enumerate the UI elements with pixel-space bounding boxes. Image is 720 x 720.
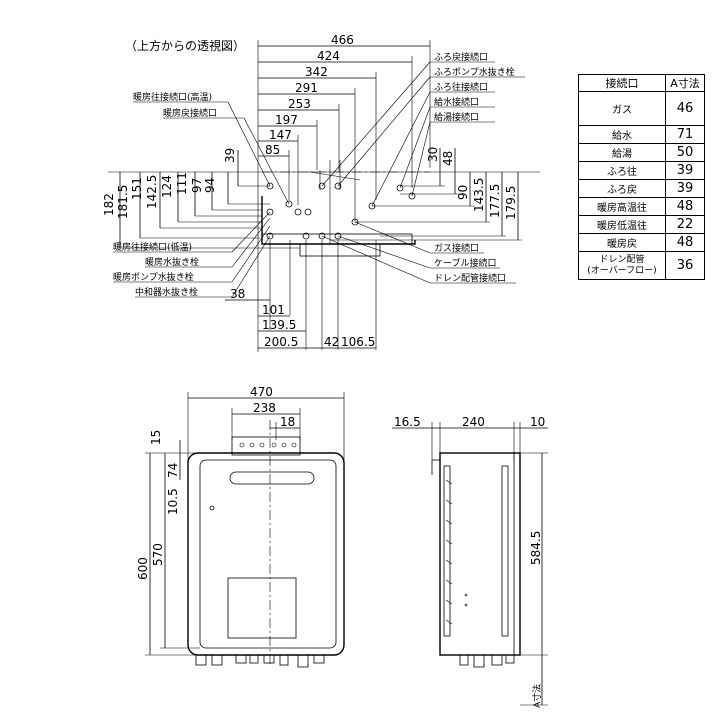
table-row: 給水 71	[578, 125, 705, 144]
table-cell-value: 39	[665, 179, 705, 198]
table-row: 暖房高温往 48	[578, 197, 705, 216]
top-left-labels: 暖房往接続口(高温) 暖房戻接続口 暖房往接続口(低温) 暖房水抜き栓 暖房ポン…	[113, 91, 290, 298]
dim-253: 253	[288, 97, 311, 111]
dim-30: 30	[426, 147, 440, 162]
label-heating-high-supply: 暖房往接続口(高温)	[133, 91, 212, 103]
table-cell-value: 36	[665, 251, 705, 280]
dim-424: 424	[317, 49, 340, 63]
dim-291: 291	[295, 81, 318, 95]
table-header-a-dimension: A寸法	[665, 74, 705, 92]
label-heating-pump-drain-plug: 暖房ポンプ水抜き栓	[113, 271, 194, 283]
top-width-dimensions: 466 424 342 291 253 197 147 85	[257, 33, 431, 352]
front-dim-10-5: 10.5	[166, 488, 180, 515]
table-header-row: 接続口 A寸法	[578, 74, 705, 92]
dim-101: 101	[262, 303, 285, 317]
dim-94: 94	[203, 178, 217, 193]
table-cell-value: 48	[665, 233, 705, 252]
top-view: （上方からの透視図） 466 424 342 291 253 197	[102, 33, 540, 352]
dim-111: 111	[175, 172, 189, 195]
dim-38: 38	[230, 287, 245, 301]
front-dim-18: 18	[280, 415, 295, 429]
table-cell-value: 71	[665, 125, 705, 144]
dim-48-right: 48	[441, 151, 455, 166]
dim-106-5: 106.5	[341, 335, 375, 349]
table-cell-name: 給水	[578, 125, 666, 144]
dim-181-5: 181.5	[116, 185, 130, 219]
table-cell-name: ふろ往	[578, 161, 666, 180]
label-heating-drain-plug: 暖房水抜き栓	[145, 256, 199, 268]
side-view: 16.5 240 10 584.5 A寸法	[392, 415, 548, 708]
label-water-inlet: 給水接続口	[434, 96, 479, 108]
dim-466: 466	[331, 33, 354, 47]
table-row: ガス 46	[578, 91, 705, 126]
front-dim-74: 74	[166, 463, 180, 478]
dim-85: 85	[265, 143, 280, 157]
label-bath-return: ふろ戻接続口	[434, 51, 488, 63]
dim-90: 90	[456, 185, 470, 200]
front-dim-470: 470	[250, 385, 273, 399]
table-cell-value: 50	[665, 143, 705, 162]
table-row: ふろ戻 39	[578, 179, 705, 198]
table-cell-name: 暖房高温往	[578, 197, 666, 216]
table-cell-value: 46	[665, 91, 705, 126]
connection-dimension-table: 接続口 A寸法 ガス 46 給水 71 給湯 50 ふろ往 39 ふろ戻 39 …	[578, 74, 705, 280]
front-dim-238: 238	[253, 401, 276, 415]
label-heating-return: 暖房戻接続口	[163, 107, 217, 119]
dim-124: 124	[160, 175, 174, 198]
side-a-dimension-label: A寸法	[531, 684, 543, 708]
table-cell-name: 給湯	[578, 143, 666, 162]
dim-143-5: 143.5	[472, 178, 486, 212]
label-neutralizer-drain-plug: 中和器水抜き栓	[135, 286, 198, 298]
dim-182: 182	[102, 193, 116, 216]
table-cell-name: 暖房戻	[578, 233, 666, 252]
table-row: ドレン配管 (オーバーフロー) 36	[578, 251, 705, 280]
table-cell-value: 22	[665, 215, 705, 234]
top-view-ports	[266, 182, 416, 240]
table-cell-name: ふろ戻	[578, 179, 666, 198]
side-dim-240: 240	[462, 415, 485, 429]
dim-151: 151	[130, 177, 144, 200]
label-gas-inlet: ガス接続口	[434, 242, 479, 254]
front-dim-570: 570	[151, 543, 165, 566]
side-dim-16-5: 16.5	[394, 415, 421, 429]
table-cell-name: 暖房低温往	[578, 215, 666, 234]
table-header-connection: 接続口	[578, 74, 666, 92]
label-hot-water-outlet: 給湯接続口	[434, 111, 479, 123]
front-view: 470 238 18 15 10.5 74 570 600	[136, 385, 345, 668]
table-row: 給湯 50	[578, 143, 705, 162]
top-bottom-dimensions: 38 101 139.5 200.5 42 106.5	[225, 240, 377, 350]
label-cable-inlet: ケーブル接続口	[434, 257, 496, 269]
dim-42: 42	[324, 335, 339, 349]
table-row: 暖房戻 48	[578, 233, 705, 252]
dim-179-5: 179.5	[504, 186, 518, 220]
dim-142-5: 142.5	[145, 175, 159, 209]
side-dim-584-5: 584.5	[529, 531, 543, 565]
dim-147: 147	[269, 128, 292, 142]
dim-200-5: 200.5	[264, 335, 298, 349]
top-right-labels: ふろ戻接続口 ふろポンプ水抜き栓 ふろ往接続口 給水接続口 給湯接続口 ガス接続…	[321, 51, 525, 284]
dim-177-5: 177.5	[488, 184, 502, 218]
label-heating-low-supply: 暖房往接続口(低温)	[113, 241, 192, 253]
top-view-caption: （上方からの透視図）	[125, 38, 245, 53]
dim-342: 342	[305, 65, 328, 79]
table-row: 暖房低温往 22	[578, 215, 705, 234]
label-drain-pipe: ドレン配管接続口	[434, 272, 506, 284]
front-dim-600: 600	[136, 557, 150, 580]
side-dim-10: 10	[530, 415, 545, 429]
front-dim-15: 15	[149, 430, 163, 445]
top-right-vertical-dimensions: 30 48 90 143.5 177.5 179.5	[330, 147, 522, 241]
dim-139-5: 139.5	[262, 318, 296, 332]
table-cell-value: 48	[665, 197, 705, 216]
dim-97: 97	[190, 178, 204, 193]
label-bath-supply: ふろ往接続口	[434, 81, 488, 93]
label-bath-pump-drain-plug: ふろポンプ水抜き栓	[434, 66, 515, 78]
table-cell-name: ドレン配管 (オーバーフロー)	[578, 251, 666, 280]
table-cell-value: 39	[665, 161, 705, 180]
dim-197: 197	[275, 113, 298, 127]
table-cell-name: ガス	[578, 91, 666, 126]
dim-39: 39	[223, 148, 237, 163]
table-row: ふろ往 39	[578, 161, 705, 180]
